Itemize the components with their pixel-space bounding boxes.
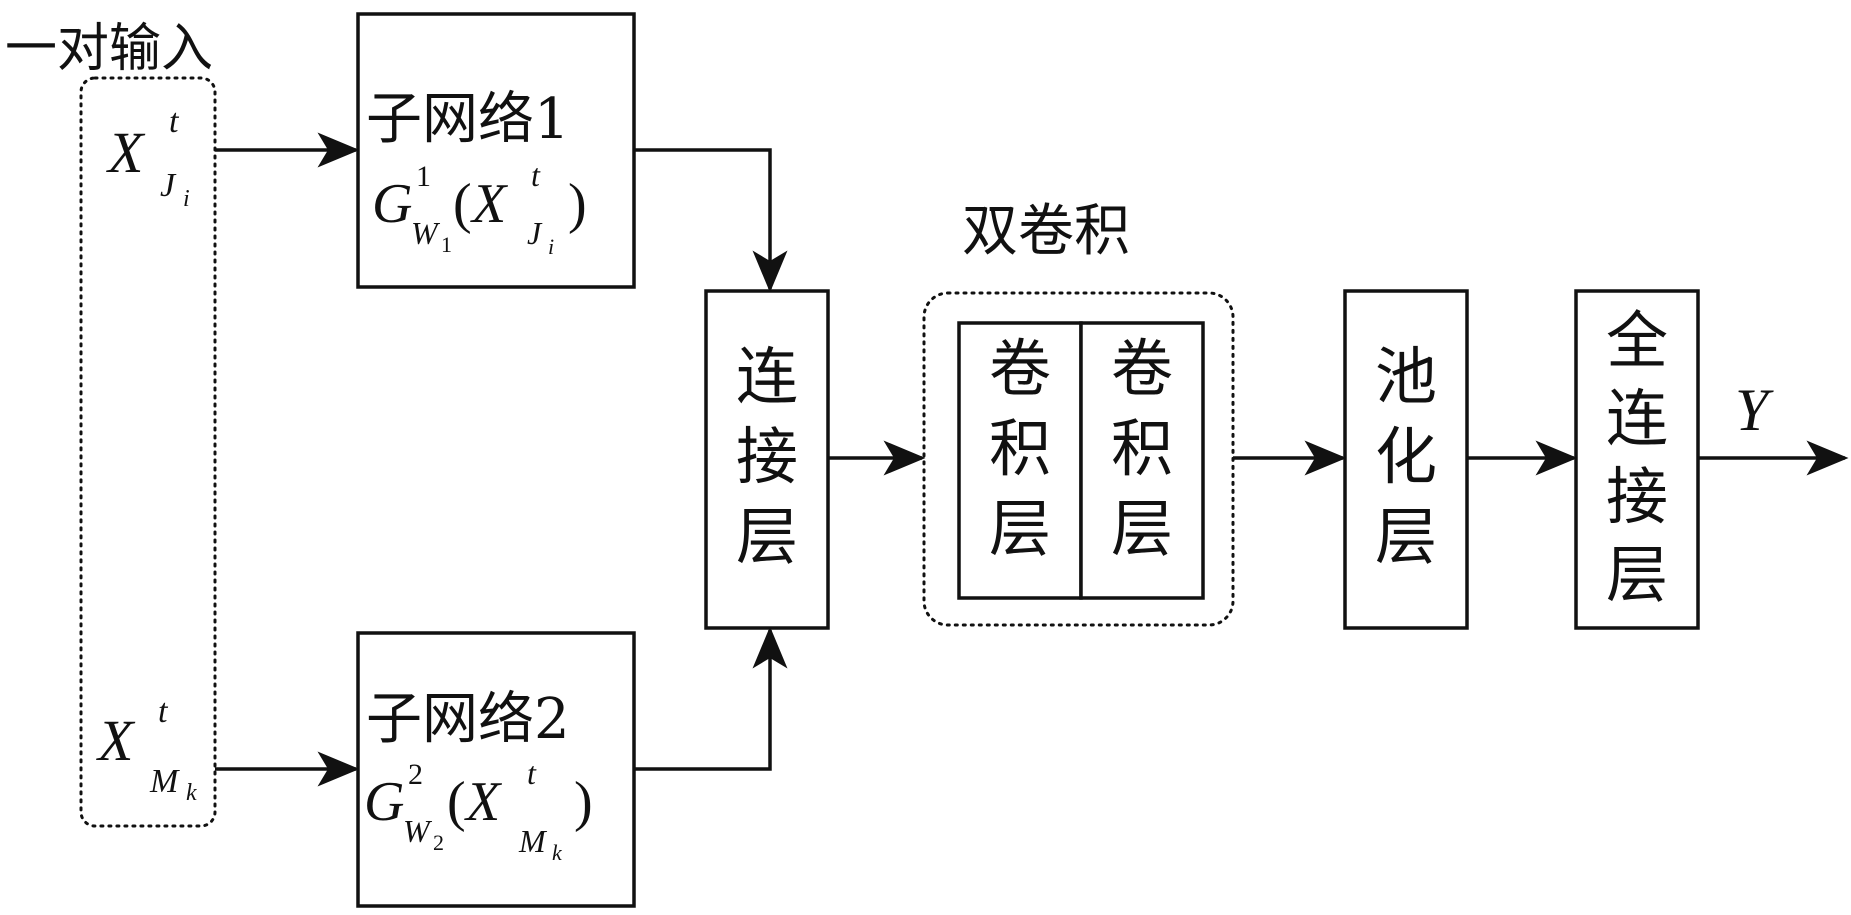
conv1-box [957, 321, 1083, 600]
svg-text:X: X [106, 120, 146, 185]
svg-text:全: 全 [1606, 304, 1668, 377]
svg-text:1: 1 [441, 232, 452, 257]
double-conv-title: 双卷积 [962, 199, 1130, 264]
subnet1-box [356, 12, 636, 289]
svg-text:池: 池 [1375, 340, 1437, 413]
svg-text:X: X [464, 771, 503, 833]
svg-text:连: 连 [736, 340, 798, 413]
svg-text:i: i [183, 186, 190, 212]
svg-text:积: 积 [989, 412, 1051, 485]
svg-text:G: G [364, 771, 404, 833]
svg-text:M: M [149, 763, 180, 800]
svg-text:卷: 卷 [1111, 332, 1173, 405]
subnet2-box [356, 631, 636, 908]
conv2-label: 卷 积 层 [1111, 332, 1173, 565]
subnet1-function: G 1 W 1 ( X t J i ) [372, 157, 587, 259]
fc-layer-label: 全 连 接 层 [1606, 304, 1668, 611]
svg-text:X: X [96, 708, 136, 773]
output-label: Y [1735, 377, 1774, 443]
svg-text:2: 2 [433, 830, 444, 855]
svg-text:t: t [169, 103, 180, 140]
input-group-box [79, 76, 217, 828]
svg-text:k: k [186, 780, 197, 806]
input-group-title: 一对输入 [5, 19, 213, 79]
svg-text:i: i [548, 234, 554, 259]
subnet2-label: 子网络2 [366, 687, 570, 752]
subnet2-function: G 2 W 2 ( X t M k ) [364, 755, 593, 865]
svg-text:J: J [160, 167, 177, 204]
svg-text:J: J [527, 215, 543, 251]
svg-text:层: 层 [1375, 500, 1437, 573]
conv2-box [1079, 321, 1205, 600]
pool-layer-label: 池 化 层 [1375, 340, 1437, 573]
svg-text:层: 层 [989, 492, 1051, 565]
conv1-label: 卷 积 层 [989, 332, 1051, 565]
svg-text:W: W [403, 813, 433, 849]
subnet1-label: 子网络1 [366, 87, 570, 152]
svg-text:层: 层 [1111, 492, 1173, 565]
svg-text:化: 化 [1375, 420, 1437, 493]
svg-text:t: t [158, 693, 169, 730]
svg-text:层: 层 [736, 500, 798, 573]
svg-text:X: X [470, 173, 509, 235]
concat-layer-box [704, 289, 830, 630]
fc-layer-box [1574, 289, 1700, 630]
svg-text:卷: 卷 [989, 332, 1051, 405]
svg-text:M: M [518, 823, 548, 859]
svg-text:接: 接 [736, 420, 798, 493]
svg-text:): ) [568, 173, 587, 235]
svg-text:): ) [574, 771, 593, 833]
concat-layer-label: 连 接 层 [736, 340, 798, 573]
svg-text:连: 连 [1606, 382, 1668, 455]
svg-text:t: t [527, 755, 537, 791]
svg-text:2: 2 [408, 758, 423, 791]
svg-text:接: 接 [1606, 460, 1668, 533]
svg-text:(: ( [453, 173, 472, 235]
svg-text:t: t [531, 157, 541, 193]
arrow-subnet2-to-concat [634, 626, 788, 771]
svg-text:k: k [552, 840, 563, 865]
pool-layer-box [1343, 289, 1469, 630]
svg-text:1: 1 [416, 160, 431, 193]
svg-text:G: G [372, 173, 412, 235]
svg-text:层: 层 [1606, 538, 1668, 611]
input-bottom-symbol: X t M k [96, 693, 197, 806]
svg-text:积: 积 [1111, 412, 1173, 485]
arrow-subnet1-to-concat [634, 148, 788, 293]
svg-text:(: ( [447, 771, 466, 833]
svg-text:W: W [411, 215, 441, 251]
input-top-symbol: X t J i [106, 103, 190, 212]
